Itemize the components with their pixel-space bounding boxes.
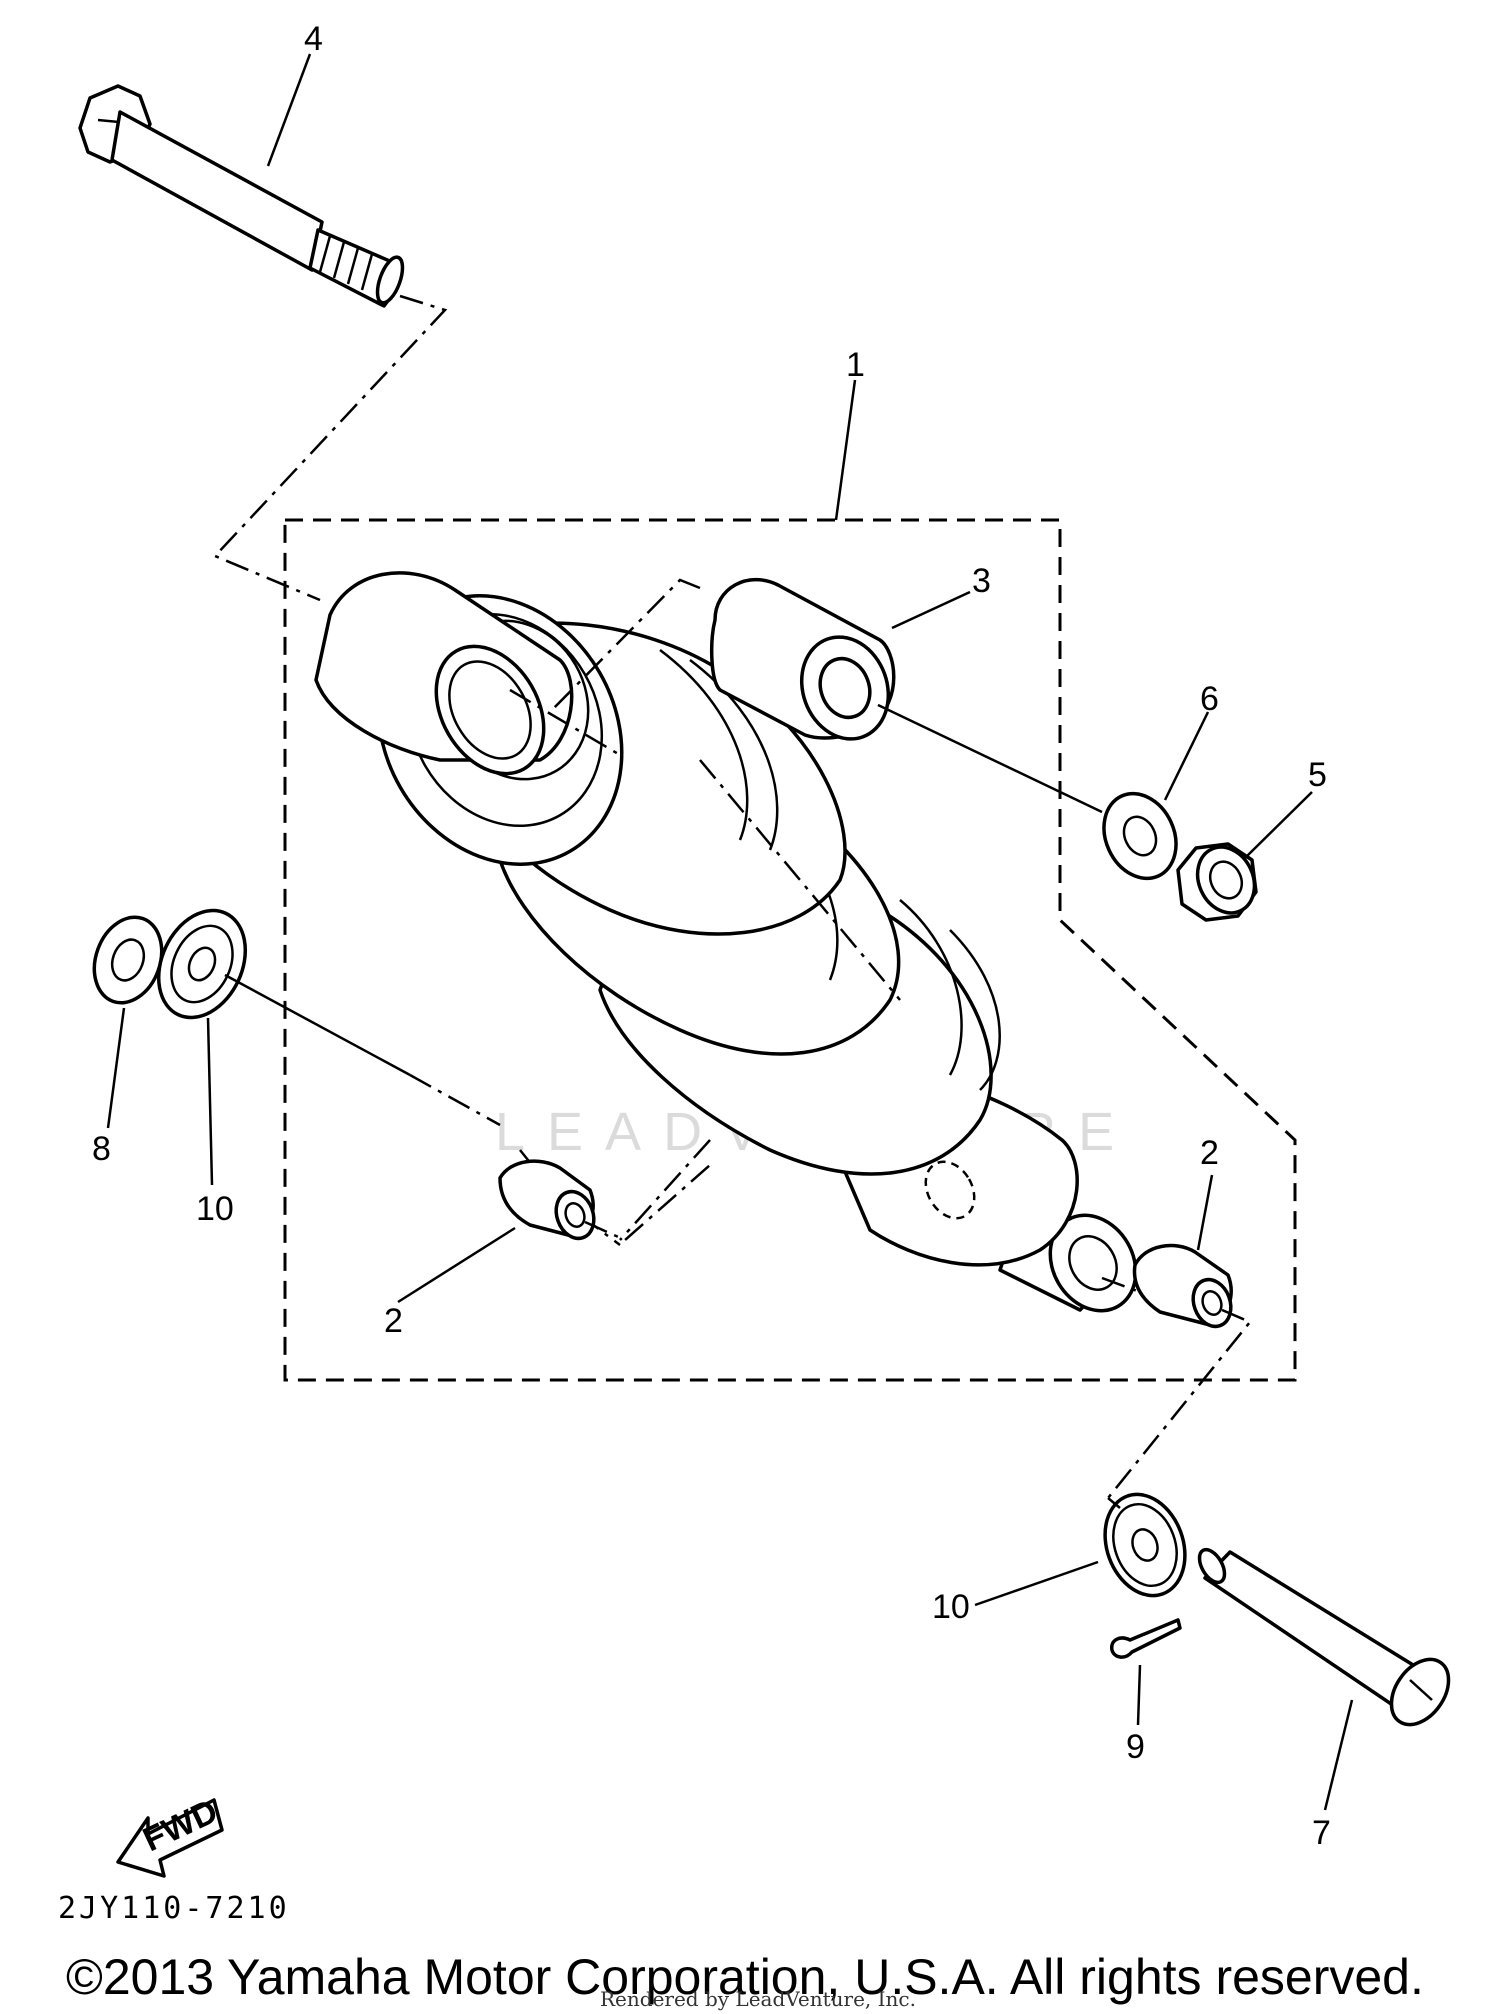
part-9-cotter-pin [1110,1618,1182,1659]
callout-4: 4 [304,20,323,58]
part-3-axis-line [551,578,701,711]
fwd-arrow-icon: FWD [116,1792,224,1878]
part-3-to-6-axis-line [877,703,1103,814]
callout-9: 9 [1126,1728,1145,1766]
part-5-nut [1176,842,1258,922]
callout-10-right: 10 [932,1588,970,1626]
right-axis-line [1101,1276,1253,1499]
callout-6: 6 [1200,680,1219,718]
left-collar-axis-line [584,1164,711,1242]
callout-8: 8 [92,1130,111,1168]
callout-5: 5 [1308,756,1327,794]
part-10-seal-left [156,908,248,1020]
copyright-notice: ©2013 Yamaha Motor Corporation, U.S.A. A… [66,1949,1424,2005]
callout-leaders [106,53,1354,1811]
assembly-boundary [283,518,1297,1382]
left-axis-line [224,973,411,1077]
part-3-bushing [709,577,896,741]
callout-1: 1 [846,346,865,384]
part-2-collar-left [498,1159,596,1241]
diagram-code: 2JY110-7210 [58,1891,290,1926]
right-seal-axis-line [1107,1497,1121,1509]
part-1-shock-absorber [314,571,1138,1313]
callout-10-left: 10 [196,1190,234,1228]
callout-7: 7 [1312,1814,1331,1852]
part-6-washer [1102,791,1178,881]
part-2-collar-right [1132,1243,1233,1329]
callout-3: 3 [972,562,991,600]
rendered-by-credit: Rendered by LeadVenture, Inc. [600,1987,916,2011]
part-4-bolt [78,84,405,308]
part-10-seal-right [1103,1492,1187,1598]
part-4-axis-line [212,294,448,602]
part-7-pin [1197,1547,1451,1727]
callout-2-left: 2 [384,1302,403,1340]
left-axis-line-dashed [409,1073,501,1127]
callout-2-right: 2 [1200,1134,1219,1172]
